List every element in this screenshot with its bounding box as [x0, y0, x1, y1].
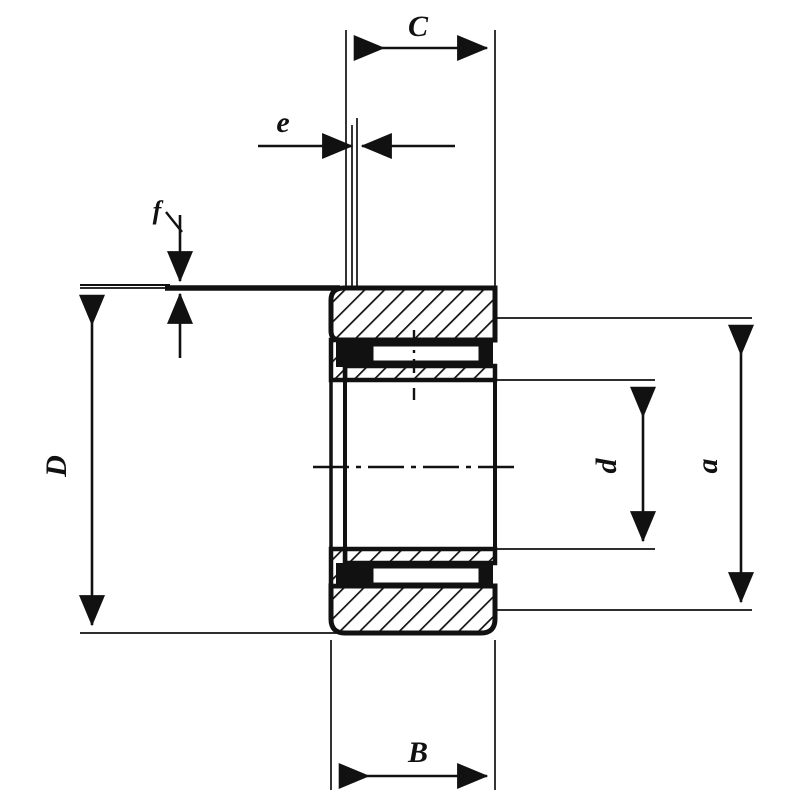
outer-ring-bottom-section [328, 583, 498, 636]
needle-roller-top [370, 343, 482, 364]
dimension-label-d: d [590, 458, 623, 474]
dimension-f: f [153, 196, 193, 358]
dimension-label-a: a [691, 459, 724, 474]
flange-reference-line [80, 284, 340, 291]
dimension-e: e [258, 106, 455, 159]
bearing-outer-ring [328, 285, 498, 636]
leader-line-f [165, 211, 183, 233]
extension-lines [80, 30, 752, 790]
dimension-d: d [590, 386, 656, 543]
dimension-label-C: C [408, 10, 429, 43]
inner-race-top-section [342, 363, 498, 383]
dimension-a: a [691, 324, 754, 604]
needle-roller-bottom [370, 565, 482, 586]
bearing-inner-ring [328, 337, 498, 589]
centerlines [313, 330, 520, 469]
dimension-label-B: B [407, 736, 428, 769]
dimension-label-e: e [276, 106, 289, 139]
dimension-C: C [353, 10, 489, 62]
dimension-D: D [40, 294, 105, 627]
bore-walls [329, 380, 497, 549]
dimension-B: B [338, 736, 489, 789]
dimension-label-D: D [40, 455, 73, 478]
inner-race-bottom-section [342, 546, 498, 566]
dimension-label-f: f [153, 196, 164, 225]
